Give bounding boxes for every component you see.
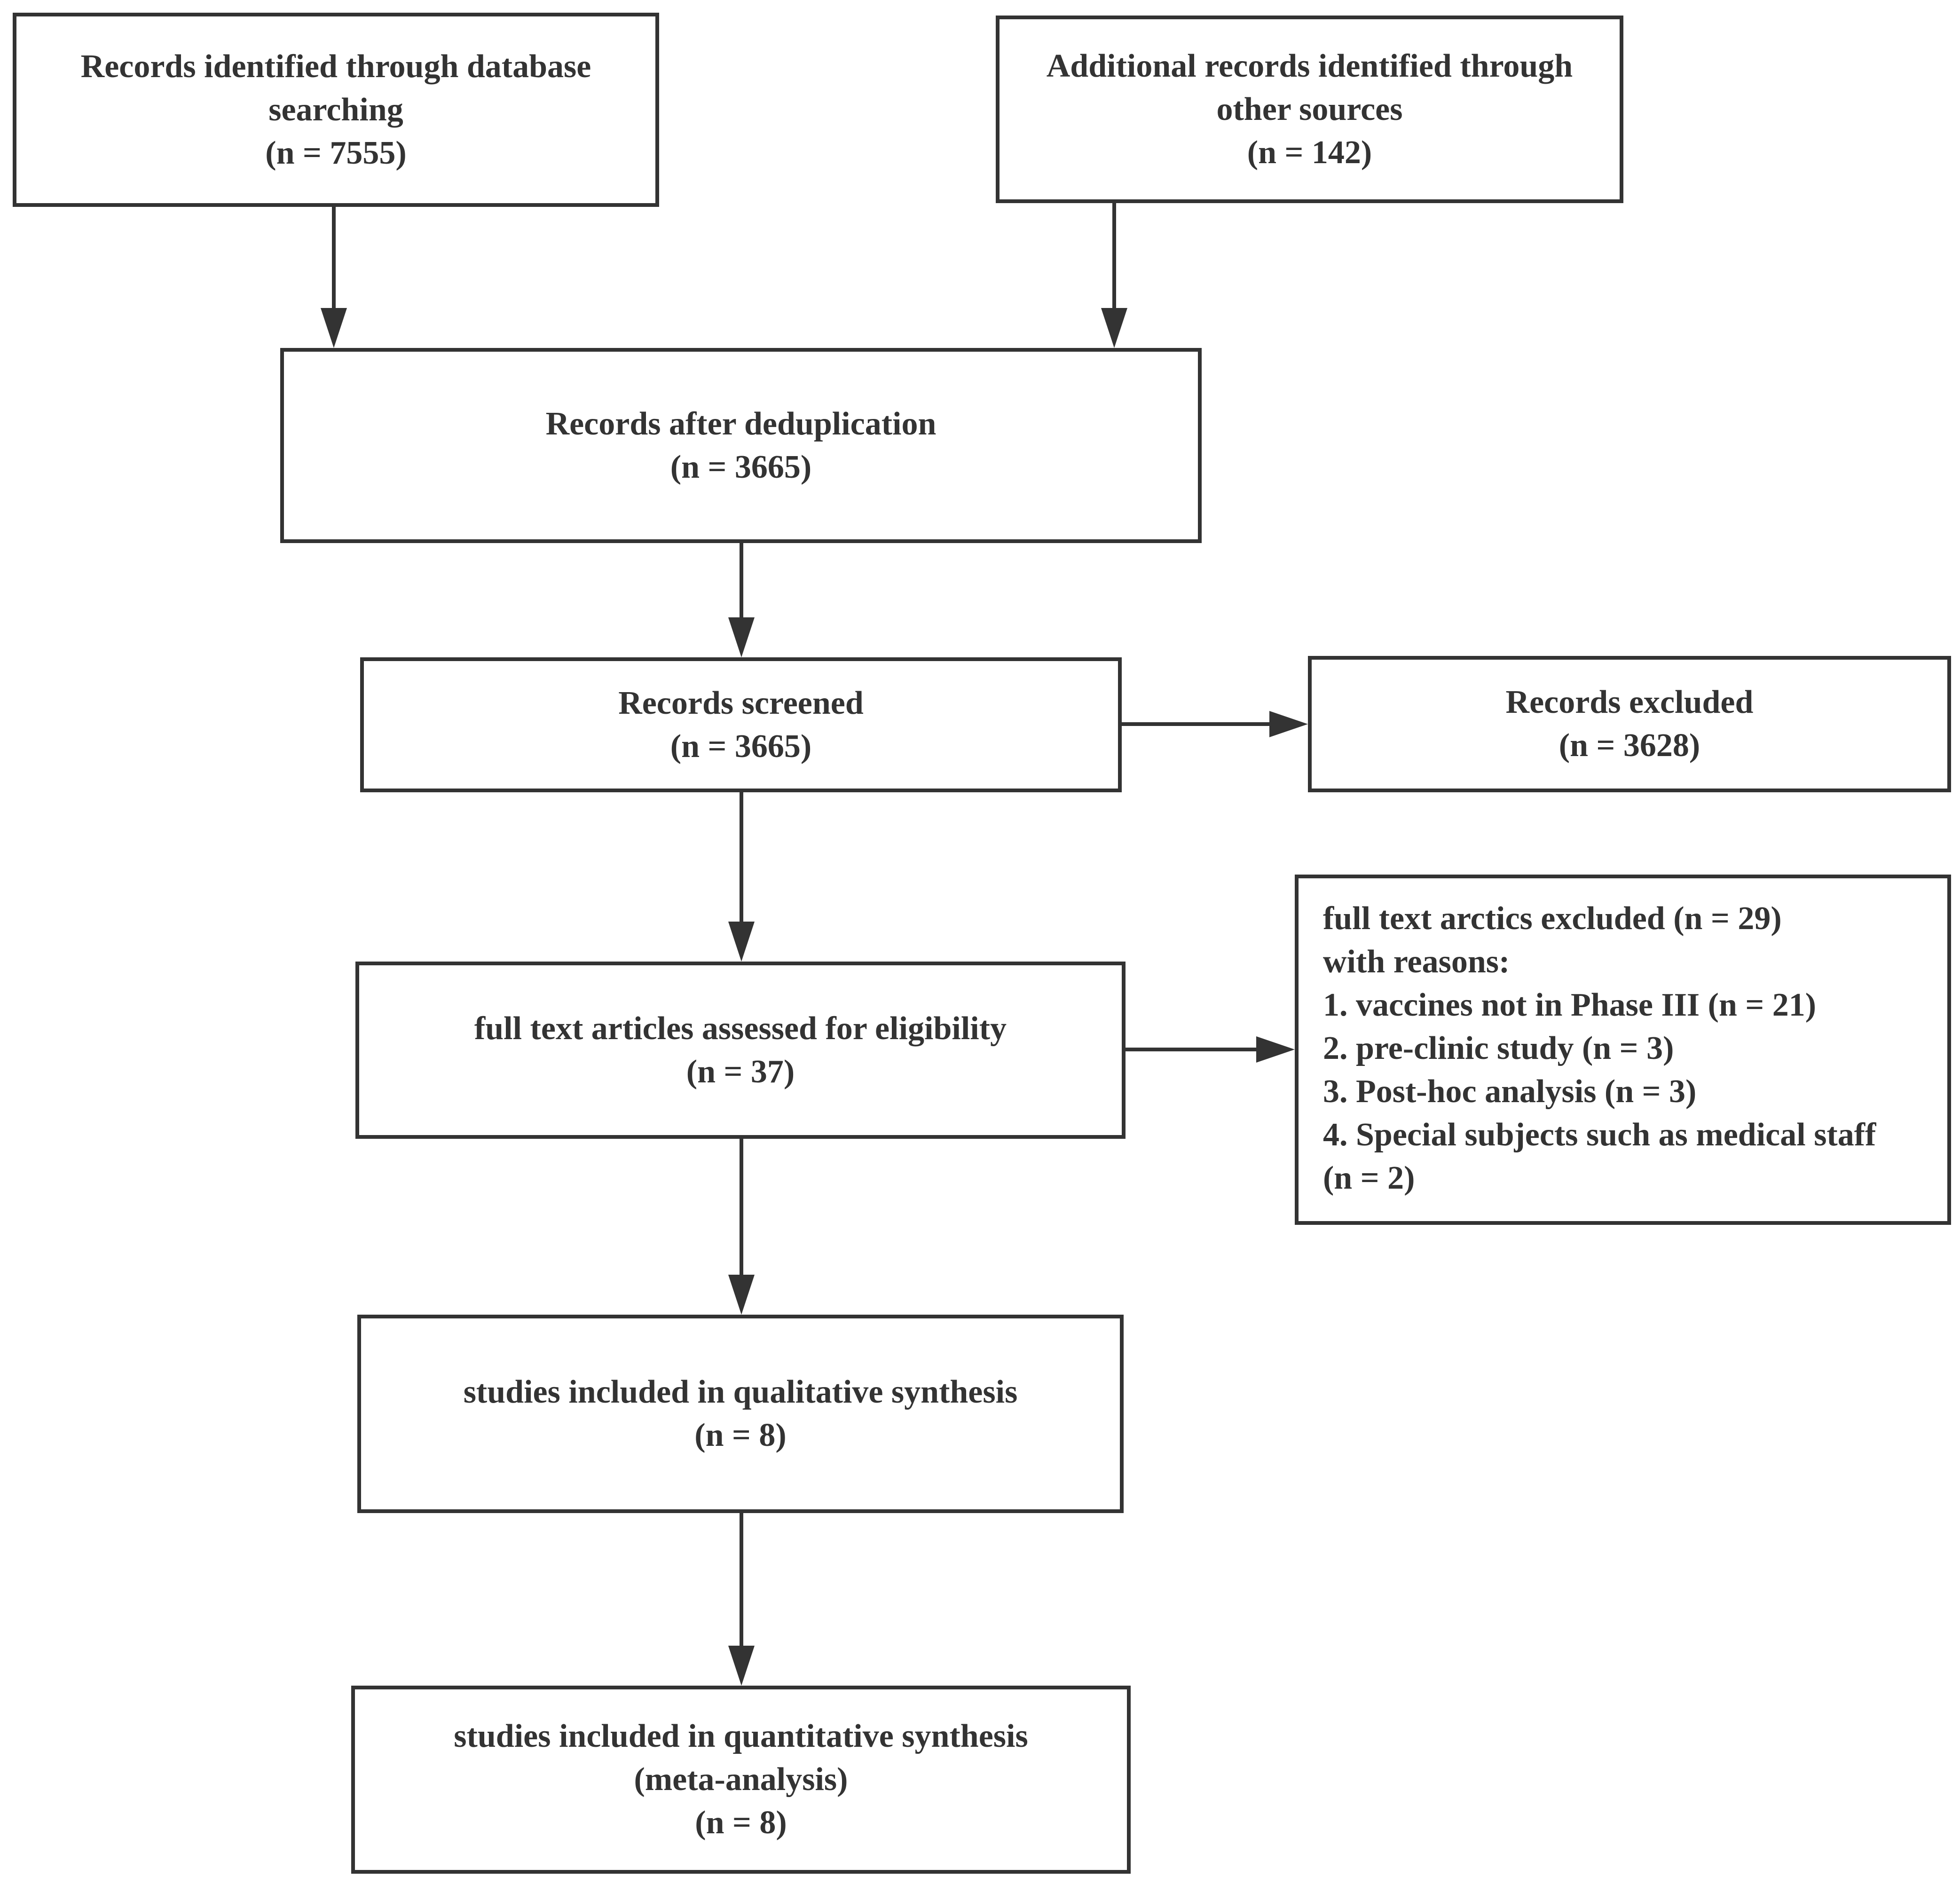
box-fulltext-excluded-line-5: 3. Post-hoc analysis (n = 3) — [1323, 1073, 1697, 1110]
box-database-search-line-2: searching — [268, 91, 403, 128]
box-database-search-line-3: (n = 7555) — [265, 134, 407, 171]
box-records-excluded: Records excluded (n = 3628) — [1308, 656, 1951, 792]
box-quantitative-synthesis-line-1: studies included in quantitative synthes… — [454, 1718, 1028, 1754]
box-fulltext-excluded-line-4: 2. pre-clinic study (n = 3) — [1323, 1030, 1674, 1066]
box-other-sources-line-3: (n = 142) — [1247, 134, 1372, 171]
box-quantitative-synthesis-line-3: (n = 8) — [695, 1805, 787, 1841]
box-quantitative-synthesis-line-2: (meta-analysis) — [634, 1761, 848, 1798]
box-fulltext-excluded-line-2: with reasons: — [1323, 944, 1510, 980]
box-records-excluded-line-1: Records excluded — [1505, 684, 1754, 720]
arrowhead-db-search-to-dedup — [321, 308, 347, 348]
box-fulltext-excluded-line-1: full text arctics excluded (n = 29) — [1323, 900, 1782, 937]
box-eligibility: full text articles assessed for eligibil… — [355, 962, 1126, 1139]
box-fulltext-excluded-line-6: 4. Special subjects such as medical staf… — [1323, 1117, 1876, 1153]
arrowhead-other-sources-to-dedup — [1101, 308, 1127, 348]
arrowhead-qualitative-to-quantitative — [728, 1646, 755, 1686]
box-other-sources-line-1: Additional records identified through — [1046, 47, 1573, 84]
box-database-search: Records identified through database sear… — [13, 13, 659, 207]
box-deduplication-line-2: (n = 3665) — [670, 449, 812, 485]
box-records-screened-line-2: (n = 3665) — [670, 728, 812, 765]
box-qualitative-synthesis: studies included in qualitative synthesi… — [357, 1315, 1124, 1513]
box-quantitative-synthesis: studies included in quantitative synthes… — [351, 1686, 1131, 1874]
box-fulltext-excluded-line-7: (n = 2) — [1323, 1160, 1415, 1196]
box-deduplication: Records after deduplication (n = 3665) — [280, 348, 1202, 543]
arrowhead-screened-to-excluded — [1269, 711, 1308, 737]
box-fulltext-excluded: full text arctics excluded (n = 29) with… — [1295, 875, 1951, 1225]
box-eligibility-line-2: (n = 37) — [686, 1053, 795, 1090]
box-other-sources-line-2: other sources — [1216, 91, 1403, 127]
box-records-screened: Records screened (n = 3665) — [360, 657, 1122, 792]
arrowhead-screened-to-eligibility — [728, 922, 755, 962]
arrowhead-eligibility-to-qualitative — [728, 1275, 755, 1315]
box-qualitative-synthesis-line-2: (n = 8) — [694, 1417, 787, 1453]
arrowhead-eligibility-to-fulltext-excluded — [1256, 1036, 1295, 1063]
box-records-excluded-line-2: (n = 3628) — [1559, 727, 1700, 764]
box-database-search-line-1: Records identified through database — [80, 48, 591, 85]
box-eligibility-line-1: full text articles assessed for eligibil… — [474, 1010, 1007, 1047]
box-qualitative-synthesis-line-1: studies included in qualitative synthesi… — [463, 1374, 1018, 1410]
arrowhead-dedup-to-screened — [728, 617, 755, 657]
box-deduplication-line-1: Records after deduplication — [545, 405, 937, 442]
box-records-screened-line-1: Records screened — [618, 685, 864, 721]
box-fulltext-excluded-line-3: 1. vaccines not in Phase III (n = 21) — [1323, 987, 1817, 1023]
box-other-sources: Additional records identified through ot… — [996, 16, 1623, 203]
